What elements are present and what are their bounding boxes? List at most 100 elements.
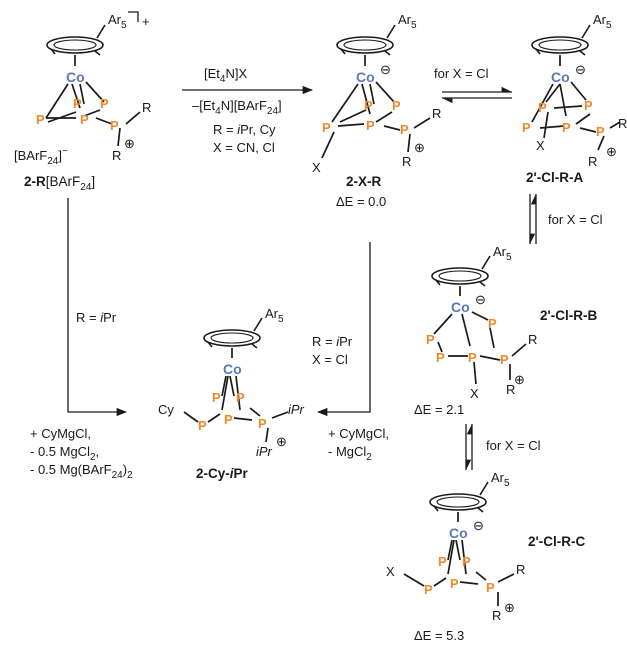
cobalt-atom: Co: [66, 69, 85, 85]
phosphonium-atom: P: [596, 124, 605, 139]
cobalt-atom: Co: [449, 525, 468, 541]
arrow-left: R = iPr + CyMgCl, - 0.5 MgCl2, - 0.5 Mg(…: [30, 198, 133, 481]
arrow-middle: R = iPr X = Cl + CyMgCl, - MgCl2: [312, 242, 389, 463]
positive-charge: ⊕: [414, 140, 425, 155]
p-atom: P: [462, 554, 471, 569]
p-atom: P: [212, 390, 221, 405]
compound-2-R: Ar5 + Co P P P P P R R ⊕ [BArF24]− 2-R[B…: [14, 11, 151, 193]
p-atom: P: [468, 350, 477, 365]
p-atom: P: [36, 112, 45, 127]
ar5-label: Ar5: [593, 12, 612, 31]
ipr-substituent: iPr: [288, 402, 305, 417]
compound-label: 2'-Cl-R-A: [526, 170, 583, 185]
equilibrium-label: for X = Cl: [548, 212, 603, 227]
condition-r: R = iPr, Cy: [213, 122, 276, 137]
cobalt-atom: Co: [223, 361, 242, 377]
energy-label: ΔE = 0.0: [336, 194, 386, 209]
compound-2-Cl-R-C: Ar5 Co ⊖ P P P P P R R ⊕ X 2'-Cl-R-C ΔE …: [386, 470, 585, 643]
cobalt-atom: Co: [551, 69, 570, 85]
positive-charge: ⊕: [124, 136, 135, 151]
p-atom: P: [584, 98, 593, 113]
condition-x: X = Cl: [312, 352, 348, 367]
p-atom: P: [236, 390, 245, 405]
r-substituent: R: [402, 154, 411, 169]
compound-label: 2'-Cl-R-B: [540, 308, 597, 323]
x-substituent: X: [470, 386, 479, 401]
compound-label: 2-Cy-iPr: [196, 466, 249, 481]
x-substituent: X: [312, 160, 321, 175]
r-substituent: R: [142, 100, 151, 115]
positive-charge: ⊕: [514, 372, 525, 387]
r-substituent: R: [618, 116, 627, 131]
p-atom: P: [522, 120, 531, 135]
ar5-label: Ar5: [398, 12, 417, 31]
r-substituent: R: [492, 608, 501, 623]
ipr-substituent: iPr: [256, 444, 273, 459]
r-substituent: R: [588, 154, 597, 169]
compound-2-Cy-iPr: Ar5 Co P P P P P Cy iPr iPr ⊕ 2-Cy-iPr: [158, 306, 305, 481]
p-atom: P: [450, 576, 459, 591]
byproduct-line: - MgCl2: [328, 444, 372, 463]
negative-charge: ⊖: [475, 292, 486, 307]
reagent-line: + CyMgCl,: [30, 426, 91, 441]
equilibrium-label: for X = Cl: [434, 66, 489, 81]
r-substituent: R: [506, 382, 515, 397]
equilibrium-mid: for X = Cl: [529, 194, 603, 244]
ar5-label: Ar5: [265, 306, 284, 325]
equilibrium-label: for X = Cl: [486, 438, 541, 453]
reagent-above: [Et4N]X: [204, 66, 247, 85]
p-atom: P: [538, 100, 547, 115]
compound-label: 2-R[BArF24]: [24, 174, 95, 193]
negative-charge: ⊖: [575, 62, 586, 77]
positive-charge: ⊕: [504, 600, 515, 615]
energy-label: ΔE = 2.1: [414, 402, 464, 417]
compound-2-Cl-R-A: Ar5 Co ⊖ P P P P P R R ⊕ X 2'-Cl-R-A: [522, 12, 627, 185]
phosphonium-atom: P: [110, 118, 119, 133]
negative-charge: ⊖: [473, 518, 484, 533]
cobalt-atom: Co: [451, 299, 470, 315]
p-atom: P: [100, 96, 109, 111]
p-atom: P: [424, 582, 433, 597]
p-atom: P: [198, 418, 207, 433]
r-substituent: R: [528, 332, 537, 347]
p-atom: P: [392, 98, 401, 113]
positive-charge: ⊕: [606, 144, 617, 159]
p-atom: P: [438, 554, 447, 569]
x-substituent: X: [386, 564, 395, 579]
compound-label: 2'-Cl-R-C: [528, 534, 585, 549]
p-atom: P: [364, 98, 373, 113]
phosphonium-atom: P: [400, 122, 409, 137]
r-substituent: R: [112, 148, 121, 163]
p-atom: P: [80, 112, 89, 127]
p-atom: P: [436, 350, 445, 365]
byproduct-line: - 0.5 Mg(BArF24)2: [30, 462, 133, 481]
p-atom: P: [488, 316, 497, 331]
equilibrium-low: for X = Cl: [465, 424, 541, 470]
p-atom: P: [224, 412, 233, 427]
x-substituent: X: [536, 138, 545, 153]
p-atom: P: [562, 120, 571, 135]
phosphonium-atom: P: [500, 352, 509, 367]
byproduct-below: –[Et4N][BArF24]: [192, 98, 282, 117]
arrow-top: [Et4N]X –[Et4N][BArF24] R = iPr, Cy X = …: [182, 66, 314, 155]
compound-label: 2-X-R: [346, 174, 382, 189]
counterion: [BArF24]−: [14, 146, 68, 167]
ar5-label: Ar5: [491, 470, 510, 489]
p-atom: P: [322, 120, 331, 135]
p-atom: P: [73, 96, 82, 111]
negative-charge: ⊖: [380, 62, 391, 77]
condition-r: R = iPr: [312, 334, 353, 349]
cobalt-atom: Co: [356, 69, 375, 85]
phosphonium-atom: P: [486, 580, 495, 595]
phosphonium-atom: P: [258, 416, 267, 431]
cationic-bracket: +: [142, 14, 150, 29]
cy-substituent: Cy: [158, 402, 174, 417]
ar5-label: Ar5: [493, 244, 512, 263]
ar5-label: Ar5: [108, 12, 127, 31]
equilibrium-top: for X = Cl: [434, 66, 512, 104]
compound-2-Cl-R-B: Ar5 Co ⊖ P P P P P R R ⊕ X 2'-Cl-R-B ΔE …: [414, 244, 597, 417]
energy-label: ΔE = 5.3: [414, 628, 464, 643]
condition-r: R = iPr: [76, 310, 117, 325]
p-atom: P: [426, 332, 435, 347]
r-substituent: R: [432, 106, 441, 121]
